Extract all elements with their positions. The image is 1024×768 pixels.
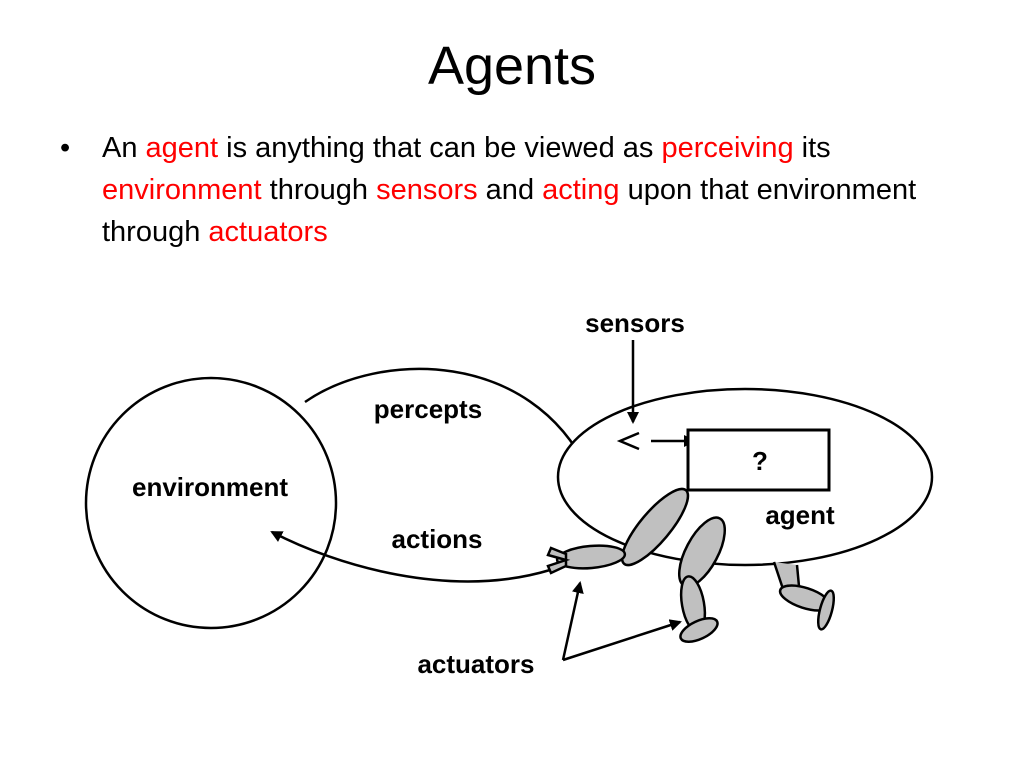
bullet-segment: An [102,132,146,164]
upper-arm [620,487,690,567]
keyword-acting: acting [542,174,620,206]
actions-label: actions [391,524,482,554]
bullet-segment: is anything that can be viewed as [218,132,662,164]
slide-title: Agents [427,36,597,96]
keyword-sensors: sensors [376,174,478,206]
keyword-perceiving: perceiving [661,132,794,164]
bullet-segment: and [477,174,543,206]
bullet-segment: through [261,174,377,206]
sensor-eye-icon [616,431,640,451]
actions-arrow [270,530,551,583]
percepts-arrow [304,367,590,472]
agent-function-box [686,428,831,492]
bullet-segment: upon that environment through [102,174,917,248]
forearm [555,544,627,570]
bullet-text: An agent is anything that can be viewed … [102,127,980,253]
keyword-agent: agent [145,132,219,164]
bullet-segment: its [793,132,831,164]
keyword-actuators: actuators [208,216,328,248]
actuators-arrow-foot [562,619,682,662]
environment-label: environment [132,472,288,502]
actuators-arrow-hand [561,581,584,661]
bullet-point: • An agent is anything that can be viewe… [60,127,980,253]
left-foot [679,617,719,643]
percepts-label: percepts [374,394,482,424]
actuators-label: actuators [417,649,534,679]
keyword-environment: environment [102,174,262,206]
sensors-label: sensors [585,308,685,338]
agent-function-label: ? [752,446,768,476]
environment-circle [84,376,338,630]
gripper-hand-icon [546,546,571,575]
agent-label: agent [765,500,835,530]
right-foot [816,589,836,631]
bullet-marker: • [60,132,71,164]
